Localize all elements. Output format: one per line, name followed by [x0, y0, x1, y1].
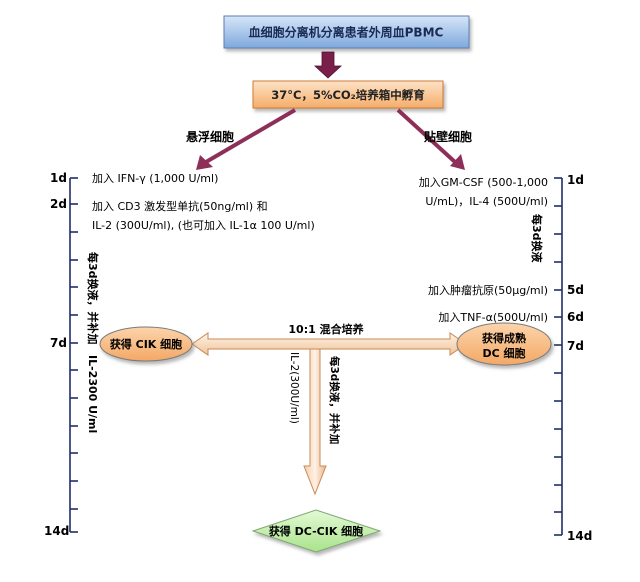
top-box: [223, 15, 470, 49]
right-step-antigen: 加入肿瘤抗原(50µg/ml): [428, 283, 548, 297]
right-step-gmcsf-line1: 加入GM-CSF (500-1,000: [419, 176, 548, 189]
left-step-cd3-line1: 加入 CD3 激发型单抗(50ng/ml) 和: [92, 199, 268, 213]
left-day-7d: 7d: [50, 336, 67, 350]
right-timeline-axis: [554, 177, 563, 536]
dc-cik-diamond-label: 获得 DC-CIK 细胞: [269, 524, 363, 538]
right-step-tnf: 加入TNF-α(500U/ml): [438, 311, 548, 324]
left-day-14d: 14d: [44, 524, 69, 538]
center-note-line1: IL-2(300U/ml): [288, 352, 300, 424]
incubation-box-label: 37°C，5%CO₂培养箱中孵育: [271, 88, 425, 102]
dc-ellipse: [456, 322, 552, 366]
left-vertical-note-line2: IL-2300 U/ml: [86, 355, 99, 433]
top-box-label: 血细胞分离机分离患者外周血PBMC: [249, 25, 444, 40]
dc-ellipse-label-line1: 获得成熟: [482, 331, 526, 345]
right-day-1d: 1d: [567, 173, 584, 187]
left-day-1d: 1d: [50, 171, 67, 185]
right-day-5d: 5d: [567, 283, 584, 297]
left-day-2d: 2d: [50, 197, 67, 211]
mix-double-arrow: [191, 332, 467, 356]
incubation-box: [252, 80, 444, 109]
mix-label: 10:1 混合培养: [288, 322, 364, 336]
center-note-line2: 每3d换液，并补加: [328, 356, 341, 444]
down-arrow-icon: [313, 51, 343, 79]
left-timeline-axis: [69, 177, 78, 533]
branch-right-arrow: [396, 108, 457, 164]
left-vertical-note-line1: 每3d换液，并补加: [86, 252, 100, 345]
cik-ellipse: [99, 326, 193, 362]
left-step-ifn: 加入 IFN-γ (1,000 U/ml): [92, 172, 218, 185]
branch-left-label: 悬浮细胞: [185, 129, 234, 144]
branch-left-arrow: [204, 108, 297, 164]
right-day-14d: 14d: [567, 529, 592, 543]
left-step-cd3-line2: IL-2 (300U/ml), (也可加入 IL-1α 100 U/ml): [92, 219, 315, 232]
branch-right-arrowhead-icon: [450, 154, 465, 170]
dc-cik-diamond: [251, 509, 382, 553]
right-vertical-note: 每3d换液: [530, 214, 544, 264]
dc-ellipse-label-line2: DC 细胞: [482, 346, 525, 360]
center-down-arrow: [303, 348, 327, 496]
right-day-7d: 7d: [567, 339, 584, 353]
right-day-6d: 6d: [567, 310, 584, 324]
right-step-gmcsf-line2: U/mL)，IL-4 (500U/ml): [425, 195, 548, 208]
branch-left-arrowhead-icon: [196, 155, 213, 170]
cik-ellipse-label: 获得 CIK 细胞: [110, 337, 182, 351]
branch-right-label: 贴壁细胞: [424, 129, 472, 144]
